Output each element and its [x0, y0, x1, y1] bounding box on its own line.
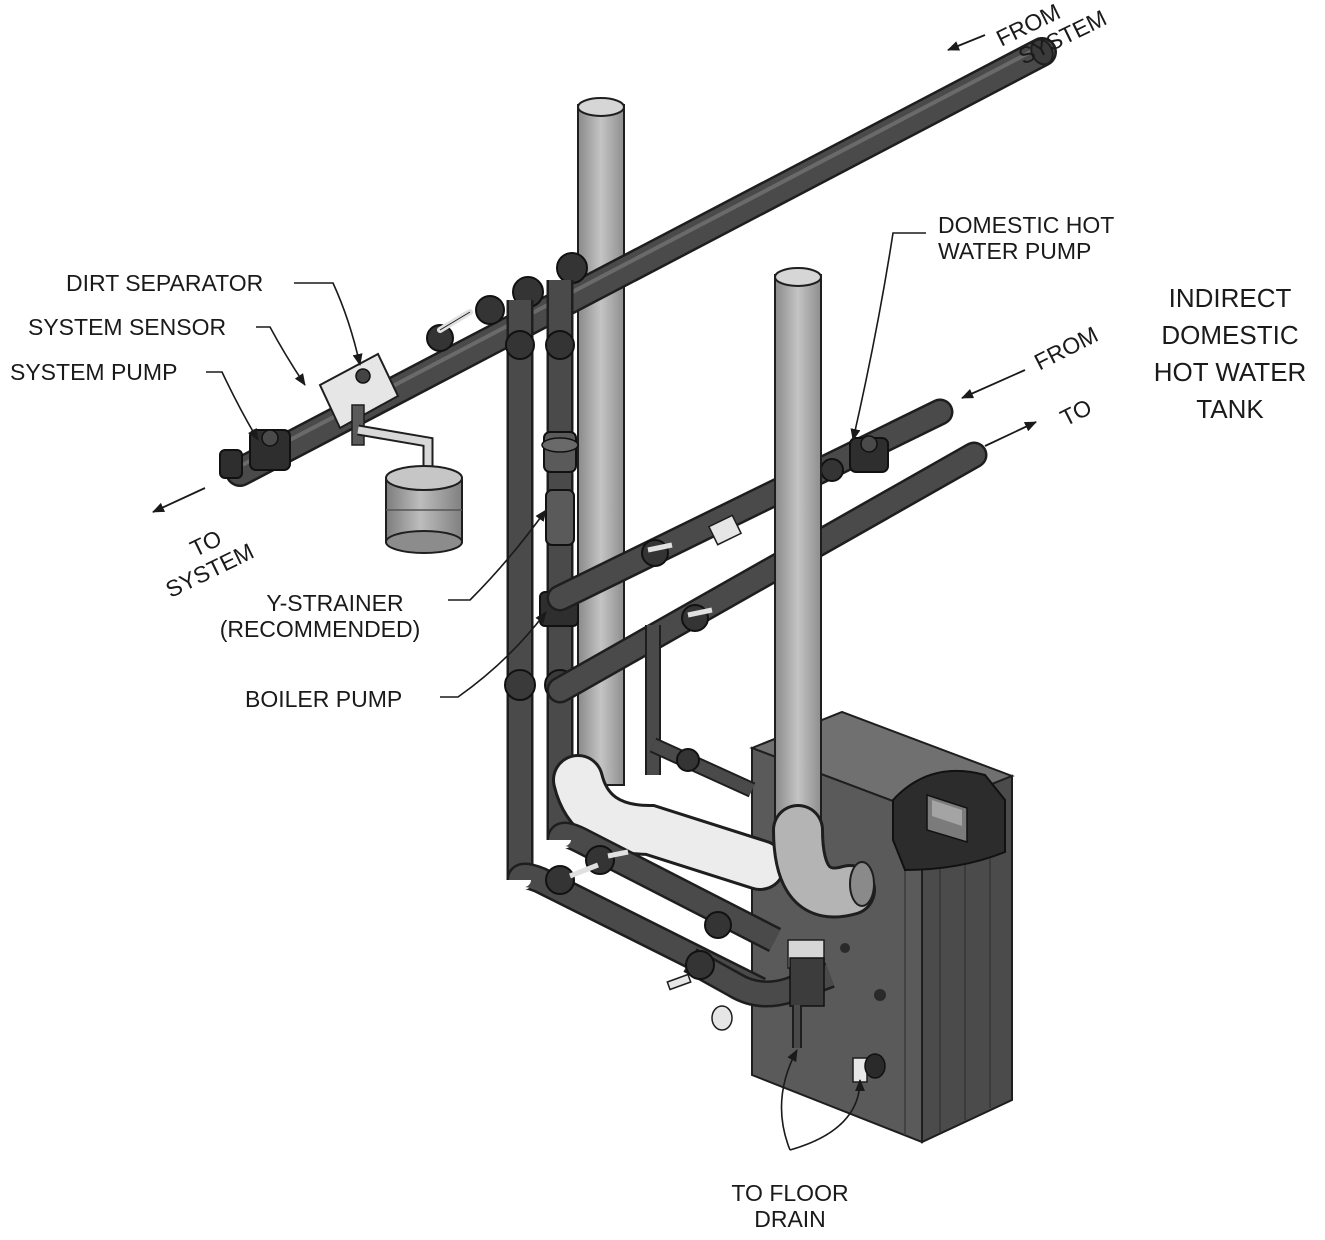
- label-dhw-pump-line-1: DOMESTIC HOT: [938, 212, 1115, 238]
- expansion-tank: [385, 465, 463, 554]
- pvc-vent-connection: [552, 754, 876, 919]
- flow-arrows: [152, 34, 1037, 513]
- label-boiler-pump: BOILER PUMP: [245, 686, 403, 712]
- label-to-floor-drain: TO FLOOR DRAIN: [705, 1180, 875, 1232]
- dhw-pipes: [546, 398, 988, 704]
- label-to-floor-drain-line-1: TO FLOOR: [731, 1180, 849, 1206]
- label-y-strainer: Y-STRAINER (RECOMMENDED): [200, 590, 440, 642]
- label-y-strainer-line-2: (RECOMMENDED): [219, 616, 421, 642]
- label-system-sensor: SYSTEM SENSOR: [28, 314, 227, 340]
- label-indirect-tank-line-2: DOMESTIC: [1161, 320, 1299, 350]
- label-to-floor-drain-line-2: DRAIN: [754, 1206, 826, 1232]
- label-indirect-tank-line-3: HOT WATER: [1153, 357, 1307, 387]
- label-dhw-pump-line-2: WATER PUMP: [938, 238, 1092, 264]
- label-system-pump: SYSTEM PUMP: [10, 359, 178, 385]
- label-indirect-tank-line-4: TANK: [1196, 394, 1264, 424]
- label-dhw-pump: DOMESTIC HOT WATER PUMP: [938, 212, 1114, 264]
- label-indirect-tank-line-1: INDIRECT: [1168, 283, 1292, 313]
- vent-pipe-right: [774, 267, 822, 836]
- vertical-drop-pipes: [504, 280, 579, 880]
- leader-lines: [206, 232, 926, 1151]
- gas-line: [645, 625, 756, 798]
- system-pump: [219, 429, 291, 479]
- label-indirect-tank: INDIRECT DOMESTIC HOT WATER TANK: [1140, 280, 1320, 428]
- dirt-separator: [318, 352, 434, 466]
- boiler-return-pipes: [506, 821, 835, 1048]
- label-y-strainer-line-1: Y-STRAINER: [266, 590, 404, 616]
- label-dirt-separator: DIRT SEPARATOR: [66, 270, 264, 296]
